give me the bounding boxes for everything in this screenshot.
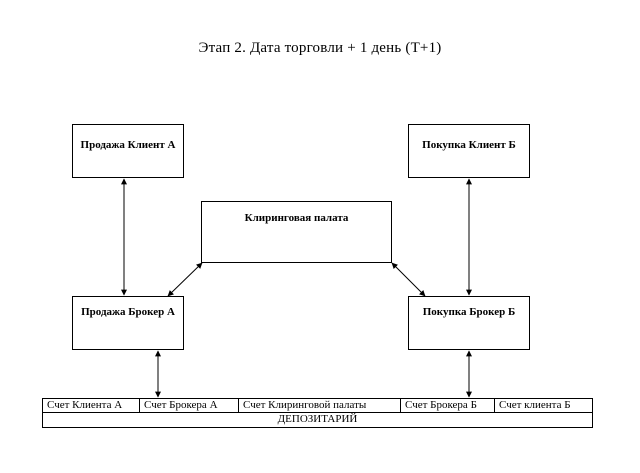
buy-broker-b-label: Покупка Брокер Б <box>422 306 516 318</box>
accounts-row: Счет Клиента А Счет Брокера А Счет Клири… <box>43 399 592 413</box>
account-broker-b-cell: Счет Брокера Б <box>401 399 495 412</box>
buy-client-b-box: Покупка Клиент Б <box>408 124 530 178</box>
depository-label: ДЕПОЗИТАРИЙ <box>277 413 358 425</box>
sell-client-a-box: Продажа Клиент А <box>72 124 184 178</box>
depository-table: Счет Клиента А Счет Брокера А Счет Клири… <box>42 398 593 428</box>
sell-client-a-label: Продажа Клиент А <box>80 139 176 151</box>
account-broker-a-cell: Счет Брокера А <box>140 399 239 412</box>
diagram-title: Этап 2. Дата торговли + 1 день (T+1) <box>198 40 442 56</box>
account-client-b-cell: Счет клиента Б <box>499 399 571 411</box>
sell-broker-a-box: Продажа Брокер А <box>72 296 184 350</box>
sell-broker-a-label: Продажа Брокер А <box>81 306 175 318</box>
account-clearing-house-cell: Счет Клиринговой палаты <box>239 399 401 412</box>
arrow-clearing-broker-a <box>167 262 203 297</box>
buy-client-b-label: Покупка Клиент Б <box>422 139 516 151</box>
clearing-house-box: Клиринговая палата <box>201 201 392 263</box>
account-client-a-cell: Счет Клиента А <box>43 399 140 412</box>
buy-broker-b-box: Покупка Брокер Б <box>408 296 530 350</box>
arrow-clearing-broker-b <box>391 262 426 297</box>
clearing-house-label: Клиринговая палата <box>244 212 349 224</box>
